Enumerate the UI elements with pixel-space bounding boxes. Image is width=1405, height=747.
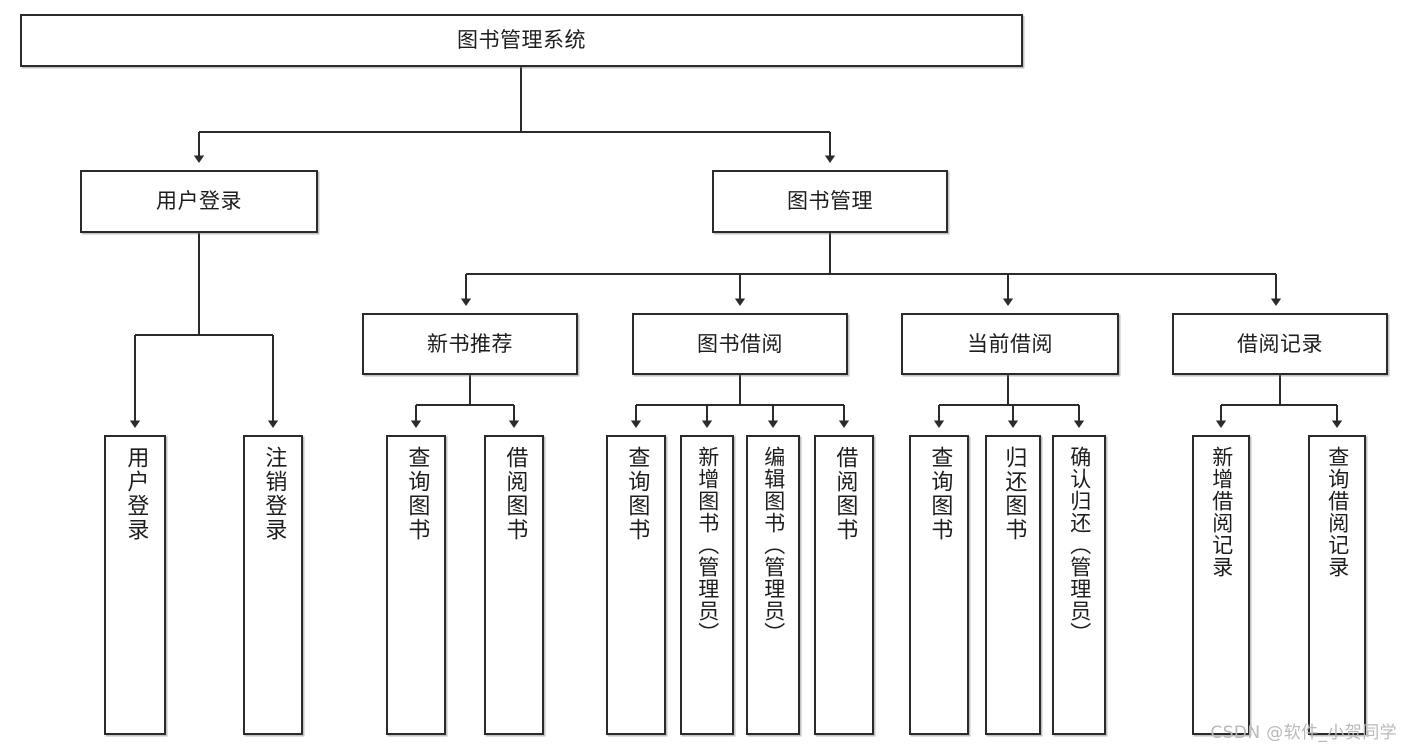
- leaf-node-label: 确认归还（管理员）: [1067, 446, 1092, 644]
- leaf-node-label: 归还图书: [1001, 446, 1027, 542]
- leaf-node-label: 新增借阅记录: [1209, 446, 1234, 578]
- leaf-node[interactable]: 借阅图书: [814, 435, 874, 735]
- leaf-node-label: 注销登录: [261, 446, 287, 542]
- leaf-node[interactable]: 归还图书: [985, 435, 1041, 735]
- leaf-node-label: 编辑图书（管理员）: [761, 446, 786, 644]
- node-new-book-recommend-label: 新书推荐: [427, 331, 513, 356]
- node-borrow-record[interactable]: 借阅记录: [1172, 313, 1388, 375]
- leaf-node[interactable]: 借阅图书: [484, 435, 544, 735]
- leaf-node[interactable]: 编辑图书（管理员）: [746, 435, 800, 735]
- leaf-node[interactable]: 查询借阅记录: [1308, 435, 1366, 735]
- leaf-node-label: 借阅图书: [832, 446, 858, 542]
- node-root-label: 图书管理系统: [457, 28, 586, 53]
- leaf-node-label: 查询图书: [927, 446, 953, 542]
- node-borrow-record-label: 借阅记录: [1237, 331, 1323, 356]
- node-user-login-label: 用户登录: [156, 189, 242, 214]
- node-user-login[interactable]: 用户登录: [80, 170, 318, 233]
- node-book-management[interactable]: 图书管理: [712, 170, 948, 233]
- leaf-node[interactable]: 新增图书（管理员）: [680, 435, 734, 735]
- leaf-node-label: 用户登录: [123, 446, 149, 542]
- leaf-node[interactable]: 查询图书: [386, 435, 446, 735]
- leaf-node[interactable]: 查询图书: [909, 435, 969, 735]
- node-current-borrow[interactable]: 当前借阅: [901, 313, 1119, 375]
- leaf-node-label: 查询图书: [404, 446, 430, 542]
- node-book-management-label: 图书管理: [787, 189, 873, 214]
- node-current-borrow-label: 当前借阅: [967, 331, 1053, 356]
- leaf-node[interactable]: 查询图书: [606, 435, 666, 735]
- csdn-watermark: CSDN @软件_小贺同学: [1210, 723, 1397, 743]
- leaf-node-label: 借阅图书: [502, 446, 528, 542]
- leaf-node-label: 查询借阅记录: [1325, 446, 1350, 578]
- leaf-node-label: 新增图书（管理员）: [695, 446, 720, 644]
- leaf-node[interactable]: 新增借阅记录: [1192, 435, 1250, 735]
- leaf-node-label: 查询图书: [624, 446, 650, 542]
- leaf-node[interactable]: 确认归还（管理员）: [1052, 435, 1106, 735]
- node-new-book-recommend[interactable]: 新书推荐: [362, 313, 578, 375]
- leaf-node[interactable]: 用户登录: [104, 435, 166, 735]
- node-book-borrow[interactable]: 图书借阅: [632, 313, 848, 375]
- node-book-borrow-label: 图书借阅: [697, 331, 783, 356]
- node-root-book-management-system[interactable]: 图书管理系统: [20, 14, 1023, 67]
- leaf-node[interactable]: 注销登录: [243, 435, 303, 735]
